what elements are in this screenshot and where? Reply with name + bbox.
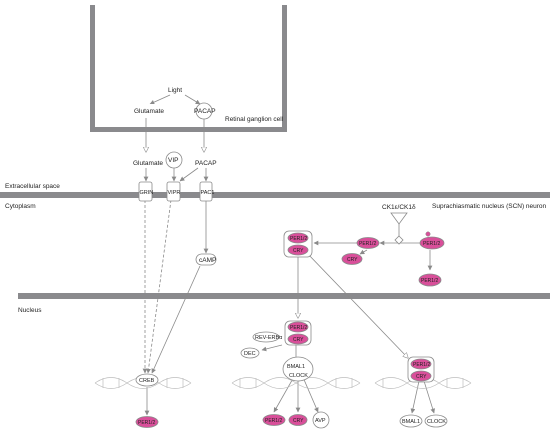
node-cry-cyto[interactable]: CRY (341, 253, 363, 265)
node-avp[interactable]: AVP (312, 411, 330, 429)
nucleus-label: Nucleus (18, 307, 42, 314)
svg-text:CRY: CRY (416, 374, 427, 380)
svg-text:AVP: AVP (315, 418, 326, 424)
svg-text:PACAP: PACAP (194, 108, 216, 115)
svg-text:PER1/2: PER1/2 (265, 418, 282, 424)
svg-text:PER1/2: PER1/2 (290, 325, 307, 331)
node-vip[interactable]: VIP (165, 151, 183, 169)
svg-text:CRY: CRY (293, 337, 304, 343)
svg-text:PAC1: PAC1 (201, 190, 215, 196)
svg-text:GRIN: GRIN (140, 190, 154, 196)
svg-text:PER1/2: PER1/2 (290, 236, 307, 242)
node-per-degraded[interactable]: PER1/2 (418, 273, 442, 287)
svg-text:PER1/2: PER1/2 (423, 241, 440, 247)
node-ck1[interactable]: CK1ε/CK1δ (382, 204, 416, 245)
node-dec[interactable]: DEC (240, 347, 260, 359)
scn-label: Suprachiasmatic nucleus (SCN) neuron (432, 203, 547, 210)
node-creb[interactable]: CREB (135, 373, 159, 387)
light-label: Light (168, 87, 182, 94)
svg-text:CRY: CRY (293, 248, 304, 254)
svg-text:DEC: DEC (244, 351, 256, 357)
svg-text:Glutamate: Glutamate (134, 108, 164, 115)
svg-text:CREB: CREB (139, 378, 155, 384)
node-glutamate[interactable]: Glutamate (133, 160, 163, 167)
svg-text:PER1/2: PER1/2 (138, 420, 155, 426)
svg-text:CK1ε/CK1δ: CK1ε/CK1δ (382, 204, 416, 211)
svg-text:PER1/2: PER1/2 (421, 278, 438, 284)
edges (142, 94, 436, 416)
retinal-ganglion-cell-membrane (90, 5, 287, 132)
svg-text:BMAL1: BMAL1 (287, 364, 305, 370)
receptor-grin[interactable]: GRIN (138, 181, 154, 202)
complex-per-cry-cytoplasm[interactable]: PER1/2 CRY (283, 230, 313, 258)
svg-text:PER1/2: PER1/2 (413, 362, 430, 368)
extracellular-label: Extracellular space (5, 183, 60, 190)
receptor-vipr[interactable]: VIPR (166, 181, 181, 202)
svg-text:CLOCK: CLOCK (289, 373, 308, 379)
svg-text:VIP: VIP (168, 157, 178, 164)
svg-text:cAMP: cAMP (199, 257, 216, 264)
svg-text:CRY: CRY (347, 257, 358, 263)
node-per-right[interactable]: PER1/2 (419, 231, 445, 250)
dna-helix-middle (231, 377, 361, 389)
node-pacap[interactable]: PACAP (195, 160, 217, 167)
svg-text:BMAL1: BMAL1 (402, 419, 420, 425)
node-bmal1-output[interactable]: BMAL1 (399, 414, 423, 428)
node-per-output[interactable]: PER1/2 (262, 414, 286, 426)
rgc-label: Retinal ganglion cell (225, 116, 284, 123)
complex-per-cry-right[interactable]: PER1/2 CRY (407, 356, 435, 383)
complex-bmal1-clock[interactable]: BMAL1 CLOCK (282, 356, 314, 382)
cytoplasm-label: Cytoplasm (5, 203, 36, 210)
plasma-membrane (0, 192, 550, 198)
receptor-pac1[interactable]: PAC1 (199, 181, 215, 202)
node-rev-erb[interactable]: REV-ERBα (252, 331, 283, 343)
svg-text:REV-ERBα: REV-ERBα (255, 335, 283, 341)
node-per-creb-output[interactable]: PER1/2 (135, 416, 159, 428)
node-clock-output[interactable]: CLOCK (424, 414, 448, 428)
svg-text:CRY: CRY (293, 418, 304, 424)
node-glutamate-rgc[interactable]: Glutamate (133, 104, 164, 117)
svg-text:CLOCK: CLOCK (427, 419, 446, 425)
node-cry-output[interactable]: CRY (288, 414, 308, 426)
svg-text:VIPR: VIPR (168, 190, 181, 196)
svg-text:PER1/2: PER1/2 (359, 241, 376, 247)
nuclear-membrane (18, 293, 550, 299)
complex-per-cry-nucleus[interactable]: PER1/2 CRY (284, 320, 312, 346)
node-camp[interactable]: cAMP (195, 253, 217, 266)
node-per-cyto[interactable]: PER1/2 (356, 237, 380, 249)
node-pacap-rgc[interactable]: PACAP (194, 102, 216, 120)
